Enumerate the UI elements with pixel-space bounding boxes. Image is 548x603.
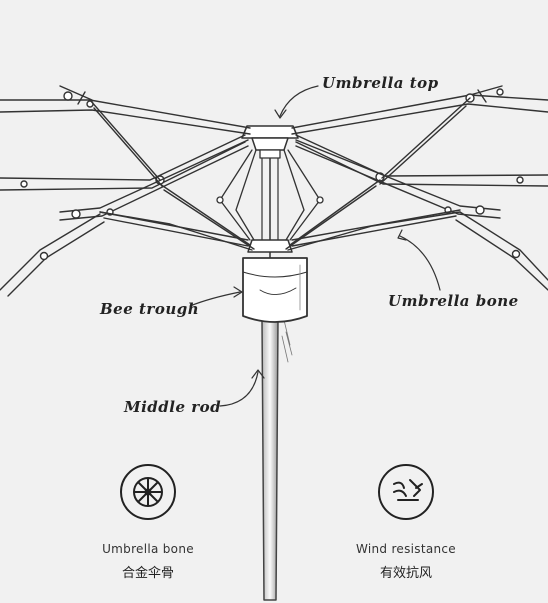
feature-label: Wind resistance [355,542,456,556]
callout-lines [189,85,441,407]
feature-label-cn: 有效抗风 [379,566,432,581]
bee-trough-runner [242,239,308,323]
feature-wind-resistance: Wind resistance 有效抗风 [326,462,486,581]
wind-resistance-icon [378,464,434,520]
left-ribs [0,85,255,297]
middle-rod [261,149,293,601]
callout-bee-trough: Bee trough [100,300,200,318]
callout-umbrella-bone: Umbrella bone [388,292,519,310]
feature-umbrella-bone: Umbrella bone 合金伞骨 [68,462,228,581]
callout-line-rod [219,371,259,407]
center-stretchers [216,149,324,241]
callout-line-bone [399,235,441,291]
callout-umbrella-top: Umbrella top [322,74,439,92]
callout-middle-rod: Middle rod [124,398,222,416]
right-ribs [285,85,548,291]
feature-label-cn: 合金伞骨 [121,566,174,581]
umbrella-bone-icon [120,464,176,520]
feature-label: Umbrella bone [102,542,194,556]
callout-line-top [279,85,319,117]
callout-line-bee-trough [189,291,241,307]
